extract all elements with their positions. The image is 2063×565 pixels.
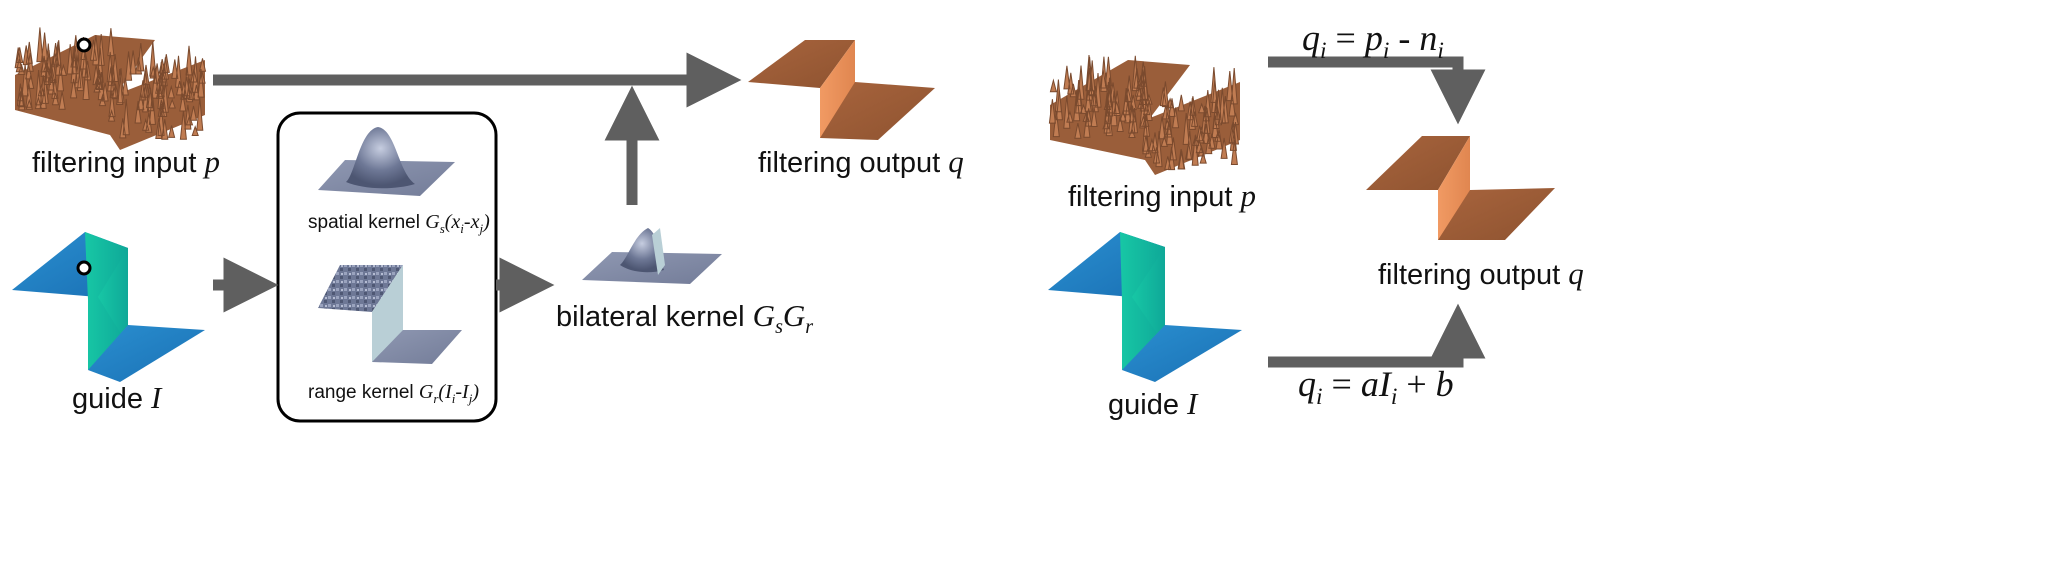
arrow-right-top (1268, 56, 1486, 125)
arrow-right-bottom (1268, 303, 1486, 368)
pixel-marker-icon (76, 260, 92, 276)
right-output-label: filtering output q (1378, 256, 1584, 291)
spatial-kernel-surface (318, 127, 455, 196)
pixel-marker-icon (76, 37, 92, 53)
range-kernel-surface (318, 265, 462, 364)
equation-top: qi = pi - ni (1302, 18, 1444, 65)
noisy-input-surface-left (14, 27, 207, 150)
bilateral-kernel-label: bilateral kernel GsGr (556, 298, 814, 339)
guide-surface-right (1048, 232, 1242, 382)
right-guide-label: guide I (1108, 386, 1198, 421)
equation-bottom: qi = aIi + b (1298, 364, 1454, 411)
noisy-input-surface-right (1048, 55, 1240, 175)
output-surface-left (748, 40, 935, 140)
left-guide-label: guide I (72, 380, 162, 415)
range-kernel-label: range kernel Gr(Ii-Ij) (308, 381, 479, 406)
spatial-kernel-label: spatial kernel Gs(xi-xj) (308, 211, 490, 236)
guide-surface-left (12, 232, 205, 382)
arrows (213, 52, 1486, 368)
right-input-label: filtering input p (1068, 178, 1256, 213)
output-surface-right (1366, 136, 1555, 240)
left-output-label: filtering output q (758, 144, 964, 179)
left-input-label: filtering input p (32, 144, 220, 179)
bilateral-kernel-surface (582, 228, 722, 284)
